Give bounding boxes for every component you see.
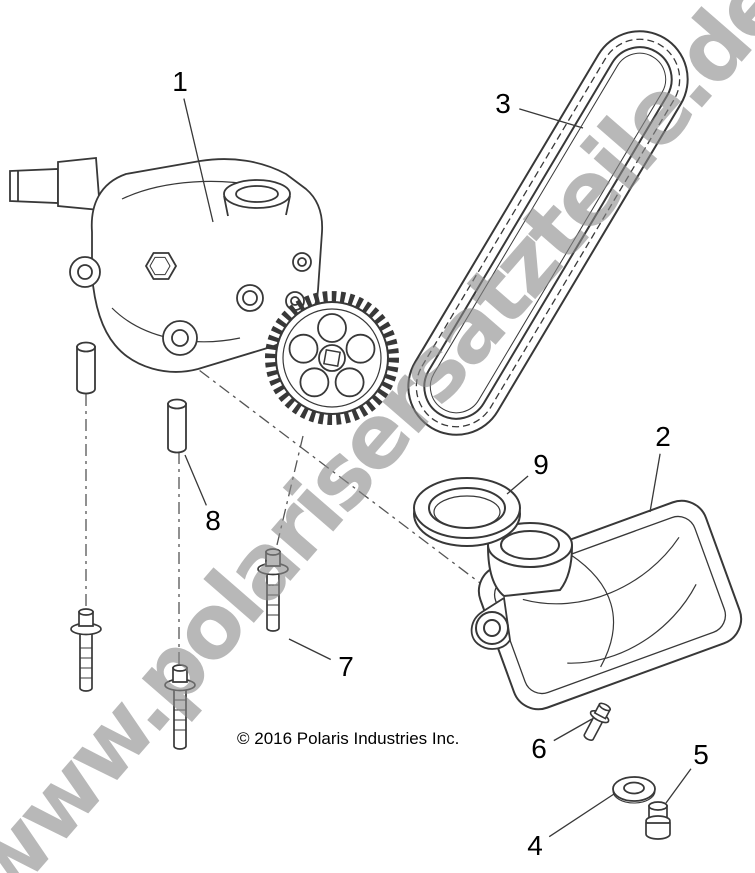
callout-8: 8: [205, 505, 221, 536]
callout-6: 6: [531, 733, 547, 764]
callout-7: 7: [338, 651, 354, 682]
plug: [645, 801, 671, 840]
flange-bolt-left: [70, 608, 102, 692]
dowel-pin-lower: [167, 398, 187, 454]
copyright-text: © 2016 Polaris Industries Inc.: [237, 729, 460, 748]
bolt-small: [583, 702, 612, 741]
drive-chain-illustration: [407, 30, 689, 436]
callout-2: 2: [655, 421, 671, 452]
sprocket-gear: [265, 291, 399, 425]
pump-mount-ear: [69, 256, 101, 288]
callout-3: 3: [495, 88, 511, 119]
callout-4: 4: [527, 830, 543, 861]
pump-mount-ear: [162, 320, 198, 356]
dowel-pin-upper: [76, 341, 96, 395]
seal-ring: [413, 477, 521, 547]
callout-1: 1: [172, 66, 188, 97]
callout-9: 9: [533, 449, 549, 480]
oil-pump-illustration: [9, 157, 324, 373]
callout-5: 5: [693, 739, 709, 770]
washer: [612, 776, 656, 804]
assembly-centerlines: [85, 294, 576, 666]
flange-bolt-middle: [164, 664, 196, 750]
flange-bolt-right: [257, 548, 289, 632]
pump-outlet-boss: [223, 179, 291, 209]
